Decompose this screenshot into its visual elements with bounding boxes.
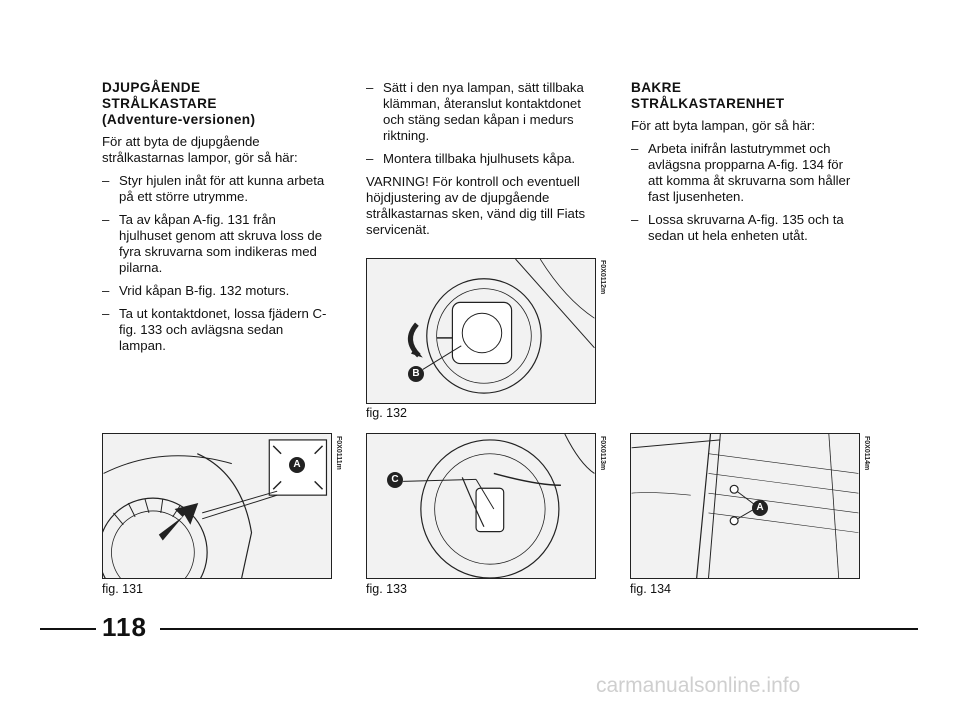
heading-line: (Adventure-versionen)	[102, 112, 256, 127]
figure-code: F0X0113m	[599, 436, 606, 471]
heading-line: BAKRE	[631, 80, 682, 95]
warning-text: VARNING! För kontroll och eventuell höjd…	[366, 174, 586, 237]
cargo-area-drawing	[631, 434, 859, 578]
figure-134-illustration	[630, 433, 860, 579]
heading-deep-headlights: DJUPGÅENDE STRÅLKASTARE (Adventure-versi…	[102, 80, 332, 128]
callout-label: A	[293, 459, 301, 470]
watermark: carmanualsonline.info	[596, 674, 801, 697]
intro-text: För att byta lampan, gör så här:	[631, 118, 815, 133]
column-3: BAKRE STRÅLKASTARENHET För att byta lamp…	[631, 80, 861, 251]
page-number: 118	[102, 612, 147, 642]
fog-lamp-housing-drawing	[408, 259, 595, 394]
list-item: Montera tillbaka hjulhusets kåpa.	[366, 151, 596, 167]
figure-caption: fig. 131	[102, 582, 144, 596]
heading-rear-light-unit: BAKRE STRÅLKASTARENHET	[631, 80, 861, 112]
list-item: Sätt i den nya lampan, sätt tillbaka klä…	[366, 80, 596, 144]
heading-line: STRÅLKASTARENHET	[631, 96, 785, 111]
wheel-arch-drawing	[103, 439, 328, 578]
instruction-list: Sätt i den nya lampan, sätt tillbaka klä…	[366, 80, 596, 167]
footer-rule-left	[40, 628, 96, 630]
callout-badge: A	[752, 500, 768, 516]
callout-badge: A	[289, 457, 305, 473]
list-item: Lossa skruvarna A-fig. 135 och ta sedan …	[631, 212, 861, 244]
instruction-list: Arbeta inifrån lastutrymmet och avlägsna…	[631, 141, 861, 244]
callout-label: B	[412, 368, 420, 379]
footer-rule-right	[160, 628, 918, 630]
figure-caption: fig. 133	[366, 582, 408, 596]
callout-label: A	[756, 502, 764, 513]
column-1: DJUPGÅENDE STRÅLKASTARE (Adventure-versi…	[102, 80, 332, 361]
list-item: Vrid kåpan B-fig. 132 moturs.	[102, 283, 332, 299]
callout-badge: B	[408, 366, 424, 382]
lamp-spring-drawing	[403, 434, 595, 578]
heading-line: DJUPGÅENDE	[102, 80, 201, 95]
figure-133-illustration	[366, 433, 596, 579]
callout-badge: C	[387, 472, 403, 488]
figure-code: F0X0112m	[599, 260, 606, 295]
intro-text: För att byta de djupgående strålkastarna…	[102, 134, 298, 165]
figure-131-illustration	[102, 433, 332, 579]
list-item: Arbeta inifrån lastutrymmet och avlägsna…	[631, 141, 861, 205]
instruction-list: Styr hjulen inåt för att kunna arbeta på…	[102, 173, 332, 354]
list-item: Styr hjulen inåt för att kunna arbeta på…	[102, 173, 332, 205]
figure-132-illustration	[366, 258, 596, 404]
list-item: Ta ut kontaktdonet, lossa fjädern C-fig.…	[102, 306, 332, 354]
heading-line: STRÅLKASTARE	[102, 96, 217, 111]
column-2: Sätt i den nya lampan, sätt tillbaka klä…	[366, 80, 596, 245]
figure-code: F0X0114m	[863, 436, 870, 471]
list-item: Ta av kåpan A-fig. 131 från hjulhuset ge…	[102, 212, 332, 276]
callout-label: C	[391, 474, 399, 485]
figure-code: F0X0111m	[335, 436, 342, 470]
figure-caption: fig. 134	[630, 582, 672, 596]
figure-caption: fig. 132	[366, 406, 408, 420]
